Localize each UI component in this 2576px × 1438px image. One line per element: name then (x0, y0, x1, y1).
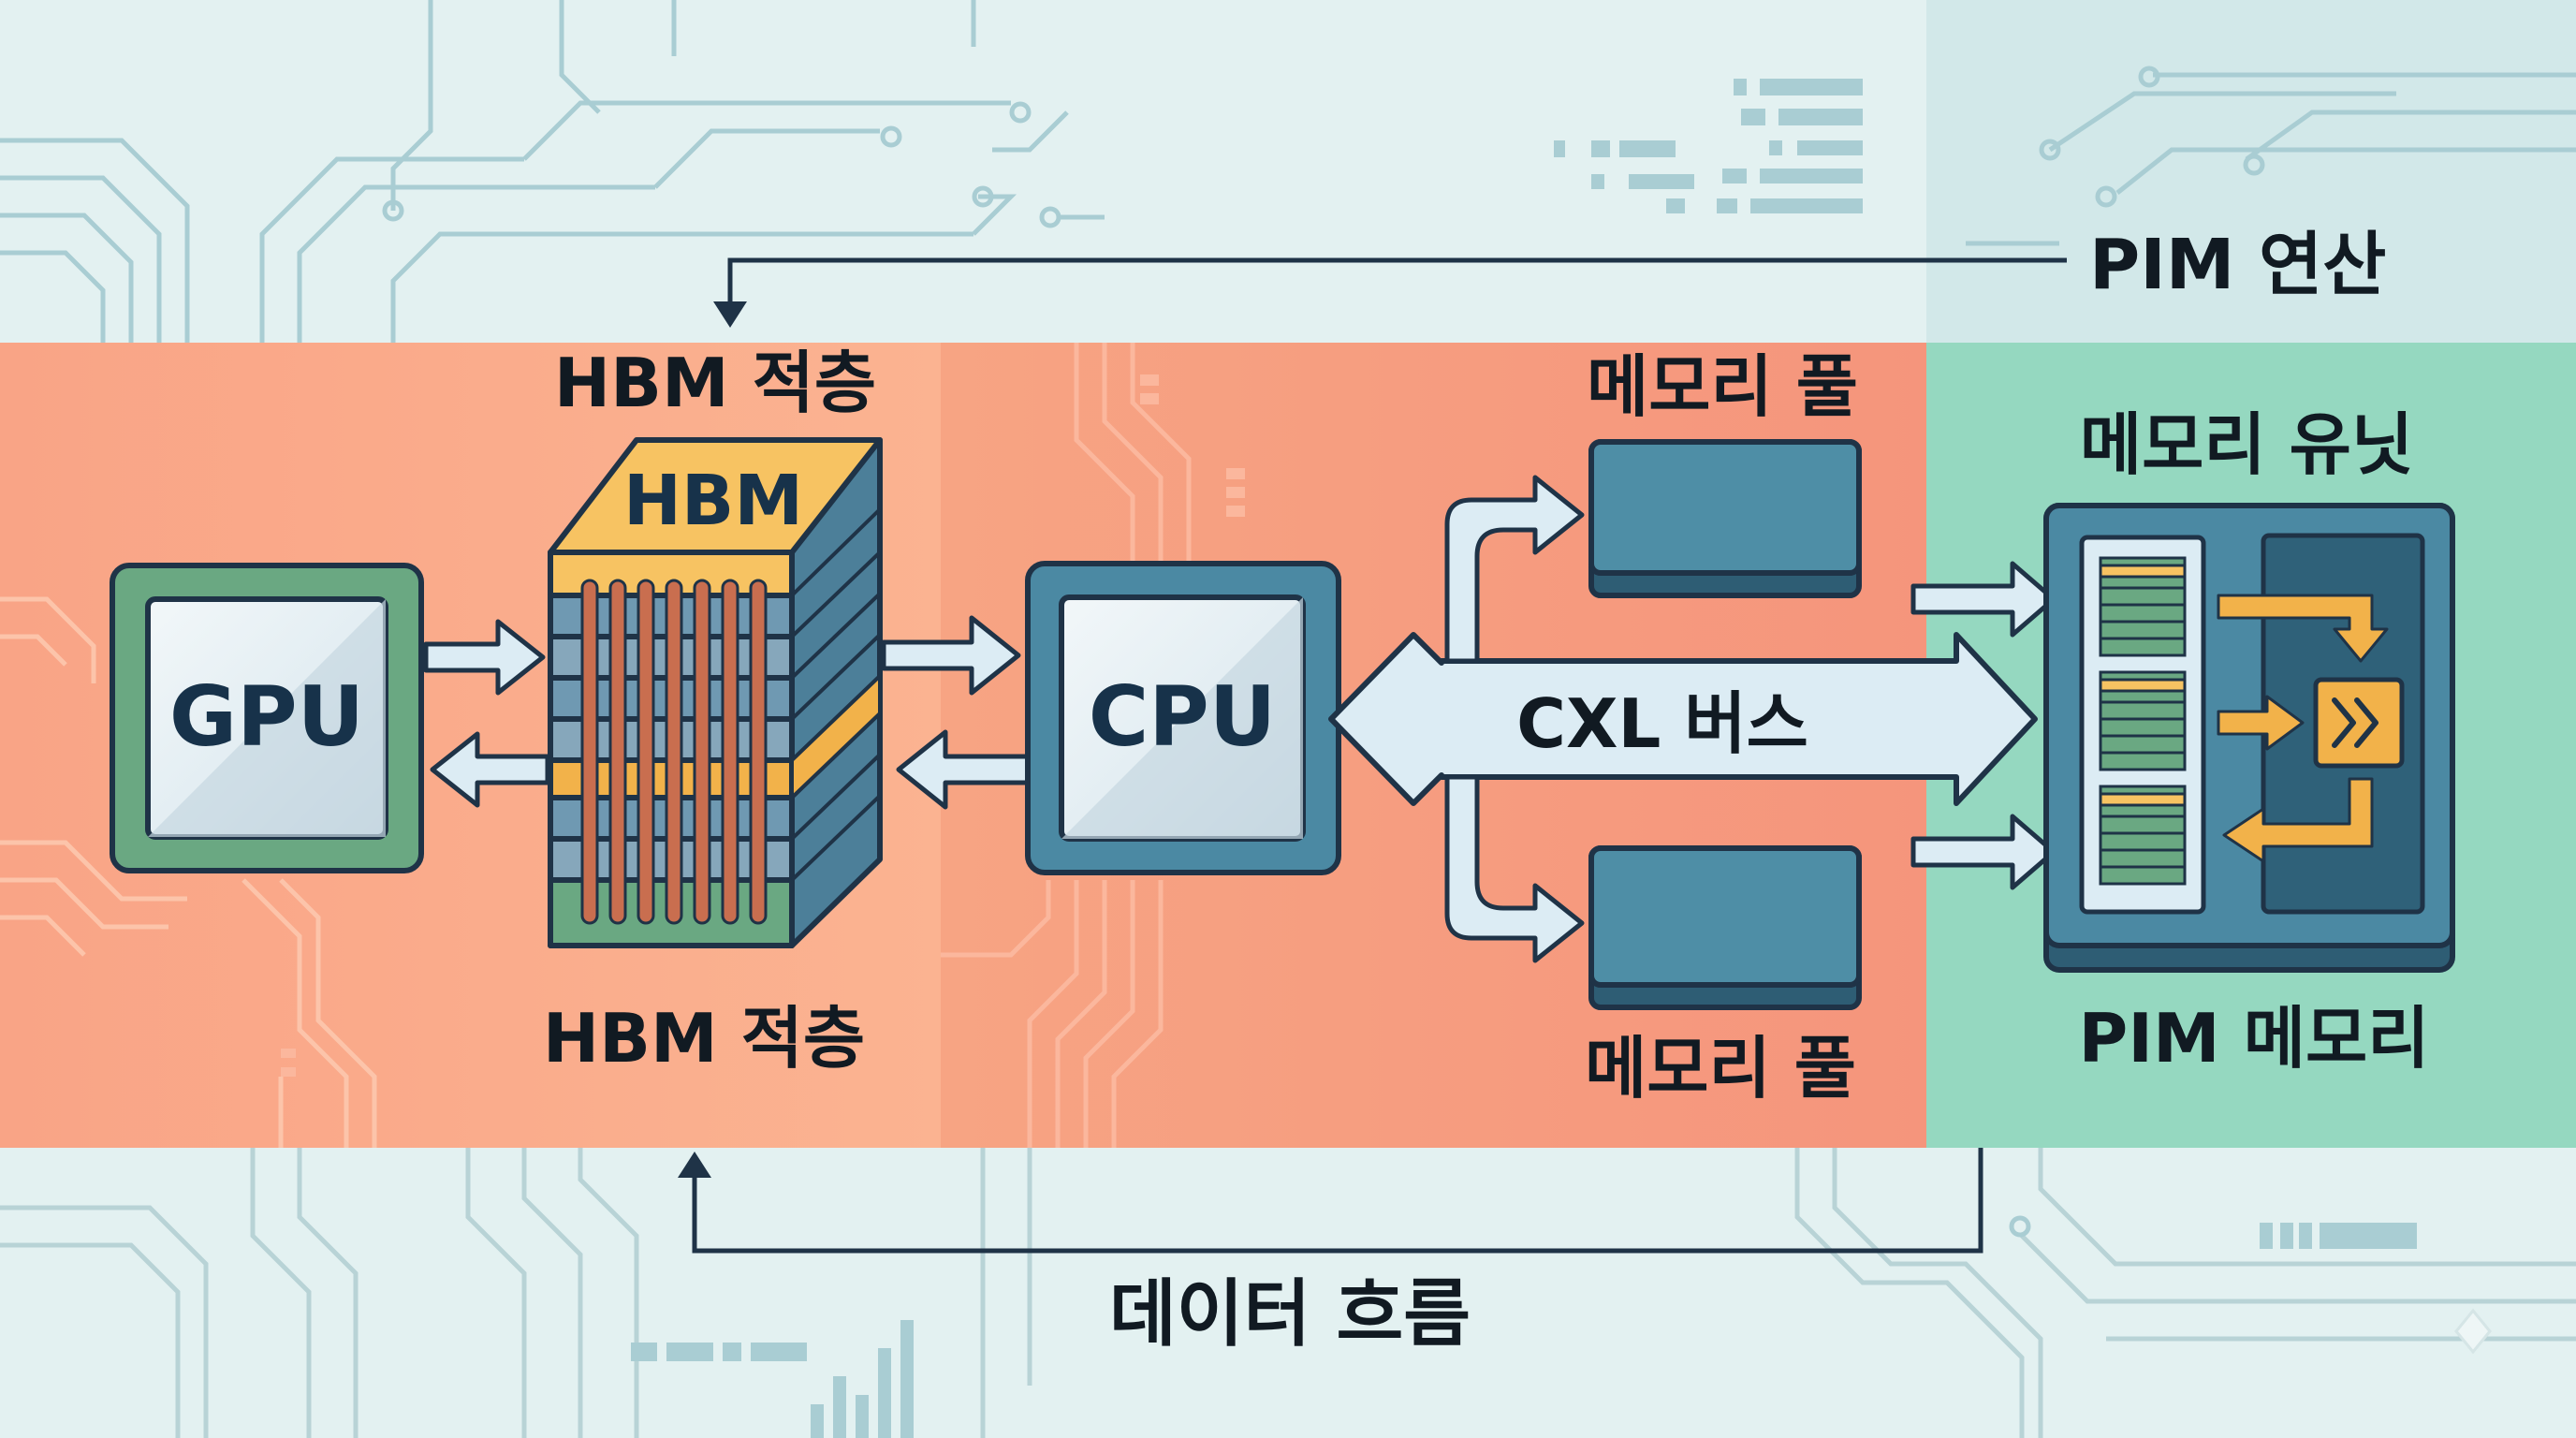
memory-unit-label: 메모리 유닛 (2080, 405, 2413, 484)
hbm-stack-bottom-label: HBM 적층 (543, 999, 865, 1078)
hbm-label: HBM (623, 461, 803, 541)
pim-memory-cells (2099, 556, 2187, 886)
barcode-decoration-top (1554, 79, 1863, 213)
sparkle-icon (2454, 1308, 2492, 1355)
pim-input-arrows (1910, 561, 2056, 890)
pim-compute-arrow (713, 257, 2067, 328)
gpu-label: GPU (169, 668, 364, 765)
data-flow-arrow (678, 1148, 1983, 1254)
hbm-stack-top-label: HBM 적층 (554, 344, 876, 422)
cpu-label: CPU (1089, 668, 1277, 765)
data-flow-label: 데이터 흐름 (1109, 1272, 1471, 1357)
band-decoration-bars (281, 374, 1245, 1077)
pim-memory-label: PIM 메모리 (2079, 999, 2430, 1078)
hbm-tsv-pillars (580, 579, 768, 925)
gpu-hbm-arrows (423, 619, 550, 808)
memory-pool-bottom-label: 메모리 풀 (1585, 1029, 1856, 1108)
memory-pool-top-label: 메모리 풀 (1587, 347, 1858, 426)
memory-pool-icon (1588, 439, 1862, 598)
pim-compute-label: PIM 연산 (2089, 225, 2386, 305)
pim-internal-arrows (2217, 594, 2389, 863)
memory-pool-branch-arrows (1444, 475, 1585, 963)
cxl-bus-label: CXL 버스 (1516, 684, 1808, 763)
memory-pool-icon-bottom (1588, 845, 1862, 1010)
barcode-decoration-bottom (631, 1223, 2417, 1438)
fast-forward-icon (2313, 677, 2405, 769)
cpu-chip-icon (1025, 561, 1341, 875)
cxl-bus-arrow (1328, 632, 2038, 806)
gpu-chip-icon (110, 563, 424, 873)
band-circuit-traces (0, 343, 1192, 1148)
circuit-trace-icon (0, 0, 2576, 343)
hbm-cpu-arrows (881, 615, 1032, 810)
circuit-trace-bottom (0, 1148, 2576, 1438)
